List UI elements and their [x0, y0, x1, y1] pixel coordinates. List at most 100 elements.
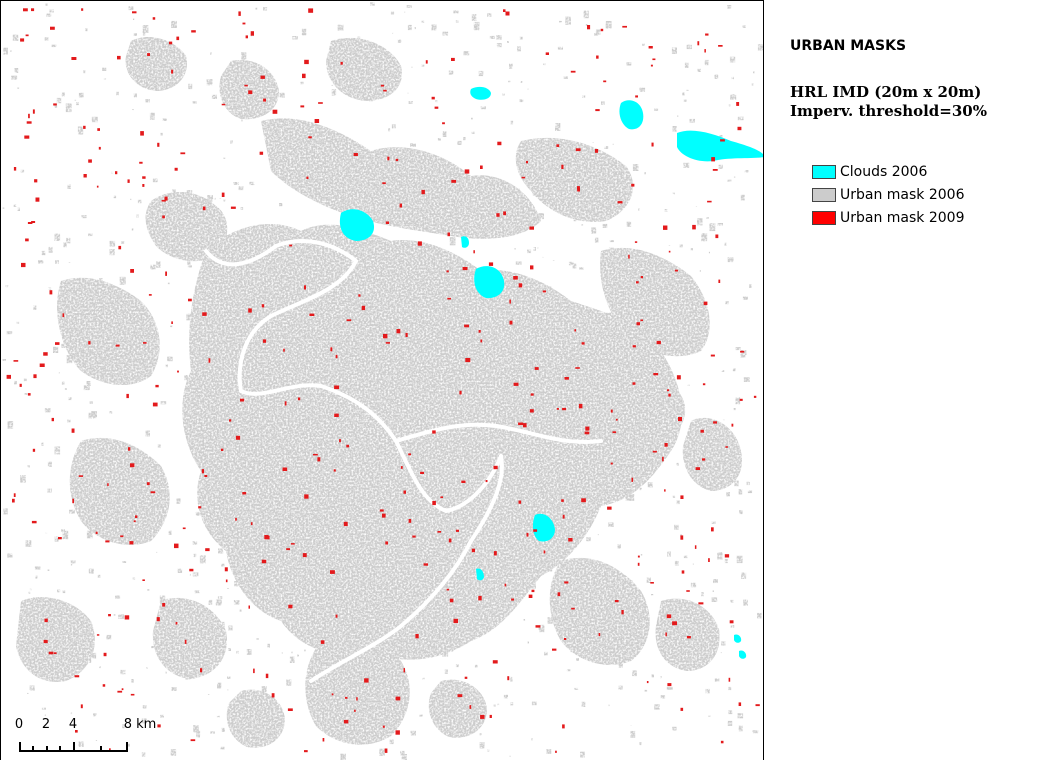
urban-2009-patch [53, 103, 57, 106]
urban-2009-patch [708, 558, 710, 562]
urban-2009-patch [686, 590, 690, 592]
urban-2009-patch [621, 610, 624, 615]
urban-2009-patch [230, 206, 236, 209]
urban-2009-patch [446, 270, 449, 273]
urban-2009-patch [102, 684, 106, 687]
urban-2009-patch [221, 103, 226, 106]
urban-2009-patch [513, 276, 518, 280]
urban-2009-patch [34, 179, 38, 183]
urban-2009-patch [695, 467, 701, 470]
urban-2009-patch [561, 499, 564, 502]
urban-2009-patch [728, 677, 731, 682]
urban-2009-patch [650, 64, 653, 67]
urban-2009-patch [304, 494, 309, 499]
urban-2009-patch [127, 179, 130, 183]
urban-2009-patch [96, 634, 100, 636]
urban-2009-patch [71, 428, 75, 433]
urban-2009-patch [718, 279, 721, 283]
urban-2009-patch [595, 109, 600, 112]
urban-2009-patch [157, 724, 161, 728]
urban-2009-patch [164, 196, 168, 201]
urban-2009-patch [242, 22, 246, 25]
urban-2009-patch [615, 418, 618, 421]
urban-2009-patch [225, 579, 228, 583]
urban-2009-patch [674, 269, 678, 272]
urban-2009-patch [518, 422, 523, 426]
urban-2009-patch [344, 696, 348, 699]
urban-2009-patch [343, 521, 348, 527]
map-panel[interactable]: 0 2 4 8 km [0, 0, 764, 760]
urban-2009-patch [648, 46, 653, 49]
river-marne [394, 422, 603, 444]
urban-2009-patch [646, 681, 649, 684]
urban-2009-patch [387, 156, 390, 161]
urban-2009-patch [408, 519, 412, 523]
urban-2009-patch [530, 265, 534, 270]
urban-2009-patch [81, 8, 84, 11]
urban-2009-patch [184, 639, 187, 644]
urban-2009-patch [434, 106, 439, 109]
urban-2009-patch [143, 342, 147, 344]
urban-2009-patch [711, 157, 715, 162]
urban-2009-patch [313, 453, 318, 456]
urban-2009-patch [109, 748, 111, 751]
legend-label: Urban mask 2006 [840, 186, 965, 203]
urban-2009-patch [736, 102, 740, 106]
urban-2009-patch [27, 393, 31, 396]
urban-2009-patch [415, 634, 419, 639]
cloud-patch [619, 100, 644, 130]
urban-2009-patch [725, 446, 728, 448]
urban-2009-patch [132, 11, 137, 14]
cloud-patch [339, 209, 375, 241]
urban-2009-patch [385, 342, 390, 344]
urban-mask-2009-layer [6, 8, 760, 753]
urban-2009-patch [43, 352, 48, 356]
urban-2009-patch [97, 128, 100, 131]
urban-2009-patch [333, 469, 336, 472]
urban-2009-patch [585, 426, 590, 431]
urban-2009-patch [731, 423, 734, 427]
urban-2009-patch [48, 651, 54, 655]
urban-2009-patch [382, 182, 386, 185]
urban-2009-patch [384, 748, 388, 753]
urban-2009-patch [23, 8, 28, 12]
scale-tick [46, 746, 48, 752]
urban-2009-patch [260, 75, 265, 79]
urban-2009-patch [238, 11, 241, 16]
scale-tick [126, 742, 128, 752]
urban-2009-patch [340, 61, 343, 65]
urban-2009-patch [446, 588, 450, 591]
urban-2009-patch [21, 262, 26, 268]
urban-2009-patch [283, 348, 285, 352]
urban-2009-patch [667, 389, 670, 392]
urban-2009-patch [720, 139, 725, 142]
urban-2009-patch [379, 509, 384, 512]
urban-2009-patch [666, 614, 672, 619]
urban-2009-patch [650, 582, 654, 584]
urban-2009-patch [632, 345, 636, 348]
urban-2009-patch [635, 95, 638, 98]
urban-2009-patch [681, 570, 685, 574]
urban-2009-patch [598, 633, 601, 637]
urban-2009-patch [631, 477, 634, 482]
urban-2009-patch [335, 614, 338, 618]
urban-2009-patch [339, 439, 341, 443]
urban-2009-patch [245, 35, 248, 39]
urban-2009-patch [403, 668, 405, 673]
urban-2009-patch [518, 500, 522, 504]
urban-2009-patch [665, 632, 667, 637]
urban-2009-patch [440, 496, 443, 499]
urban-mask-map[interactable] [1, 1, 764, 760]
urban-2009-patch [171, 69, 174, 74]
urban-2009-patch [464, 676, 468, 679]
urban-2009-patch [596, 55, 599, 59]
urban-2009-patch [575, 367, 580, 369]
urban-2009-patch [174, 543, 179, 549]
urban-2009-patch [724, 554, 730, 558]
urban-2009-patch [229, 419, 232, 422]
urban-2009-patch [133, 520, 136, 523]
urban-2009-patch [80, 704, 83, 709]
urban-2009-patch [235, 517, 237, 521]
urban-2009-patch [420, 471, 424, 474]
urban-2009-patch [653, 373, 659, 376]
